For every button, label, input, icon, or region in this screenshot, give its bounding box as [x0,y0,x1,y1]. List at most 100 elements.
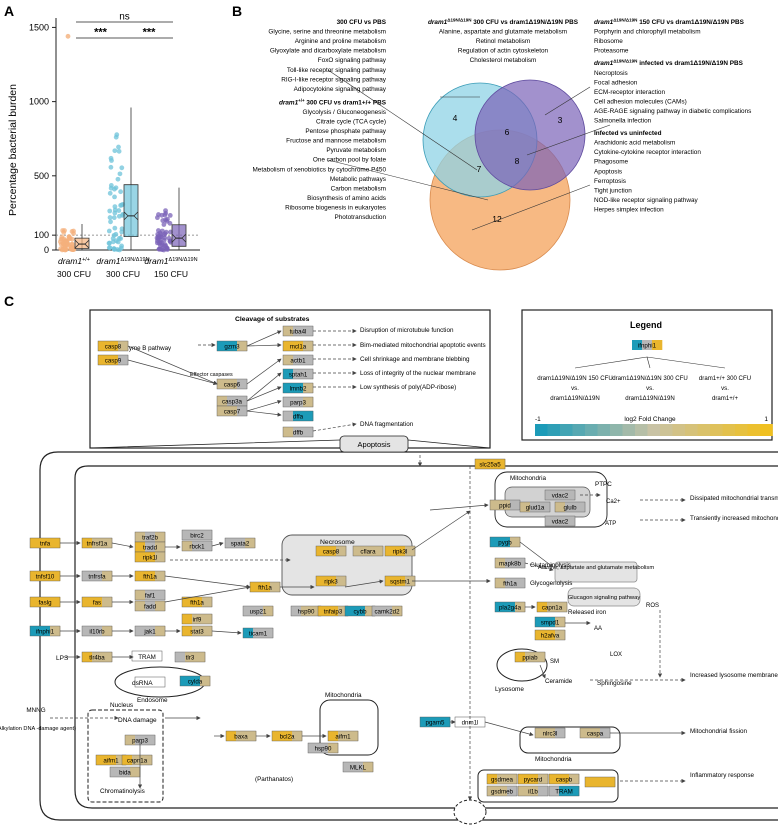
gene-label: tradd [143,544,158,551]
gene-label: smpd1 [541,619,560,626]
gene-box-segment [92,571,103,581]
gene-box-segment [515,558,526,568]
gene-box-segment [227,379,238,389]
data-point [116,208,122,213]
y-tick-label: 1500 [29,22,49,32]
gene-box-segment [192,614,203,624]
gene-box-segment [303,397,314,407]
gene-box-segment [237,396,248,406]
gene-box: actb1 [282,354,314,366]
gene-box: casp9 [97,354,129,366]
legend-scale-segment [585,424,598,436]
gene-box-segment [303,341,314,351]
gene-box: traf2b [134,531,166,543]
gene-box-segment [253,628,264,638]
box [171,224,187,247]
pathway-item: Porphyrin and chlorophyll metabolism [594,29,701,36]
gene-box-segment [236,731,247,741]
legend-gene-segment [632,340,643,350]
gene-box-segment [595,777,606,787]
gene-box: camk2d2 [371,605,403,617]
gene-box-segment [555,490,566,500]
gene-label: lmnb2 [290,385,307,392]
gene-label: tlr4ba [89,654,105,661]
gene-box-outline [327,730,359,742]
gene-box-segment [316,576,327,586]
pathway-item: Ribosome biogenesis in eukaryotes [285,204,386,211]
gene-box [584,776,616,788]
legend-scale-segment [660,424,673,436]
pathway-item: Ribosome [594,38,623,45]
venn-count: 12 [492,214,502,224]
gene-box-outline [134,589,166,601]
gene-label: caspa [587,730,604,737]
arrow [246,386,282,402]
gene-box-segment [217,396,228,406]
data-point [113,134,119,140]
data-point [69,236,75,242]
data-point [161,247,167,253]
gene-box-segment [263,628,274,638]
gene-label: sqstm1 [390,578,411,585]
group-title: Infected vs uninfected [594,130,662,137]
gene-label: ripk1l [143,554,158,561]
gene-box-segment [487,774,498,784]
data-point [154,235,160,241]
gene-box-segment [569,774,580,784]
legend-column-line: vs. [571,385,579,392]
gene-box-segment [510,537,521,547]
gene-box-segment [345,606,356,616]
venn-connector-lines [327,69,611,231]
gene-box-segment [495,602,506,612]
gene-box-segment [495,558,506,568]
pathway-item: Apoptosis [594,168,622,175]
gene-box-segment [495,459,506,469]
legend-column-line: dram1+/+ 300 CFU [699,375,751,382]
gene-label: spata2 [231,540,250,547]
legend-scale-segment [747,424,761,436]
gene-box-segment [182,541,193,551]
gene-box-segment [130,767,141,777]
group-label-top: dram1Δ19N/Δ19N [96,256,149,266]
gene-label: vdac2 [552,492,569,499]
gene-label: hsp90 [298,608,315,615]
gene-box: il10rb [81,625,113,637]
lps-label: LPS [56,655,69,662]
gene-box-outline [534,727,566,739]
data-point [119,229,125,235]
cleavage-title: Cleavage of substrates [235,316,310,323]
gene-box-segment [50,571,61,581]
gene-box-segment [353,546,364,556]
gene-box-segment [293,369,304,379]
gene-box: h2afva [534,629,566,641]
gene-box: capn1a [121,754,153,766]
data-point [112,148,118,154]
gene-box-segment [40,597,51,607]
gene-label: nlrc3l [543,730,558,737]
gene-box: vdac2 [544,515,576,527]
legend-column-line: vs. [646,385,654,392]
gene-box-segment [225,538,236,548]
group-title: dram1Δ19N/Δ19N 150 CFU vs dram1Δ19N/Δ19N… [594,18,745,27]
gene-box: aifm1 [95,754,127,766]
gene-box: birc2 [181,529,213,541]
pathway-item: Toll-like receptor signaling pathway [287,67,387,74]
gene-box-segment [549,786,560,796]
legend-column-line: dram1Δ19N/Δ19N 150 CFU [537,375,613,382]
gene-box-outline [544,489,576,501]
pathway-item: One carbon pool by folate [313,157,387,164]
pathway-item: Arachidonic acid metabolism [594,140,675,147]
gene-box-segment [82,597,93,607]
gene-box-segment [182,626,193,636]
gene-box-segment [363,762,374,772]
venn-count: 8 [515,156,520,166]
gene-box-segment [217,379,228,389]
gene-box-segment [145,552,156,562]
gene-box: irf9 [181,613,213,625]
gene-box-segment [30,597,41,607]
gene-label: tnfrsfa [88,573,106,580]
data-point [107,190,113,196]
gene-box-segment [250,582,261,592]
gene-box: tnfa [29,537,61,549]
